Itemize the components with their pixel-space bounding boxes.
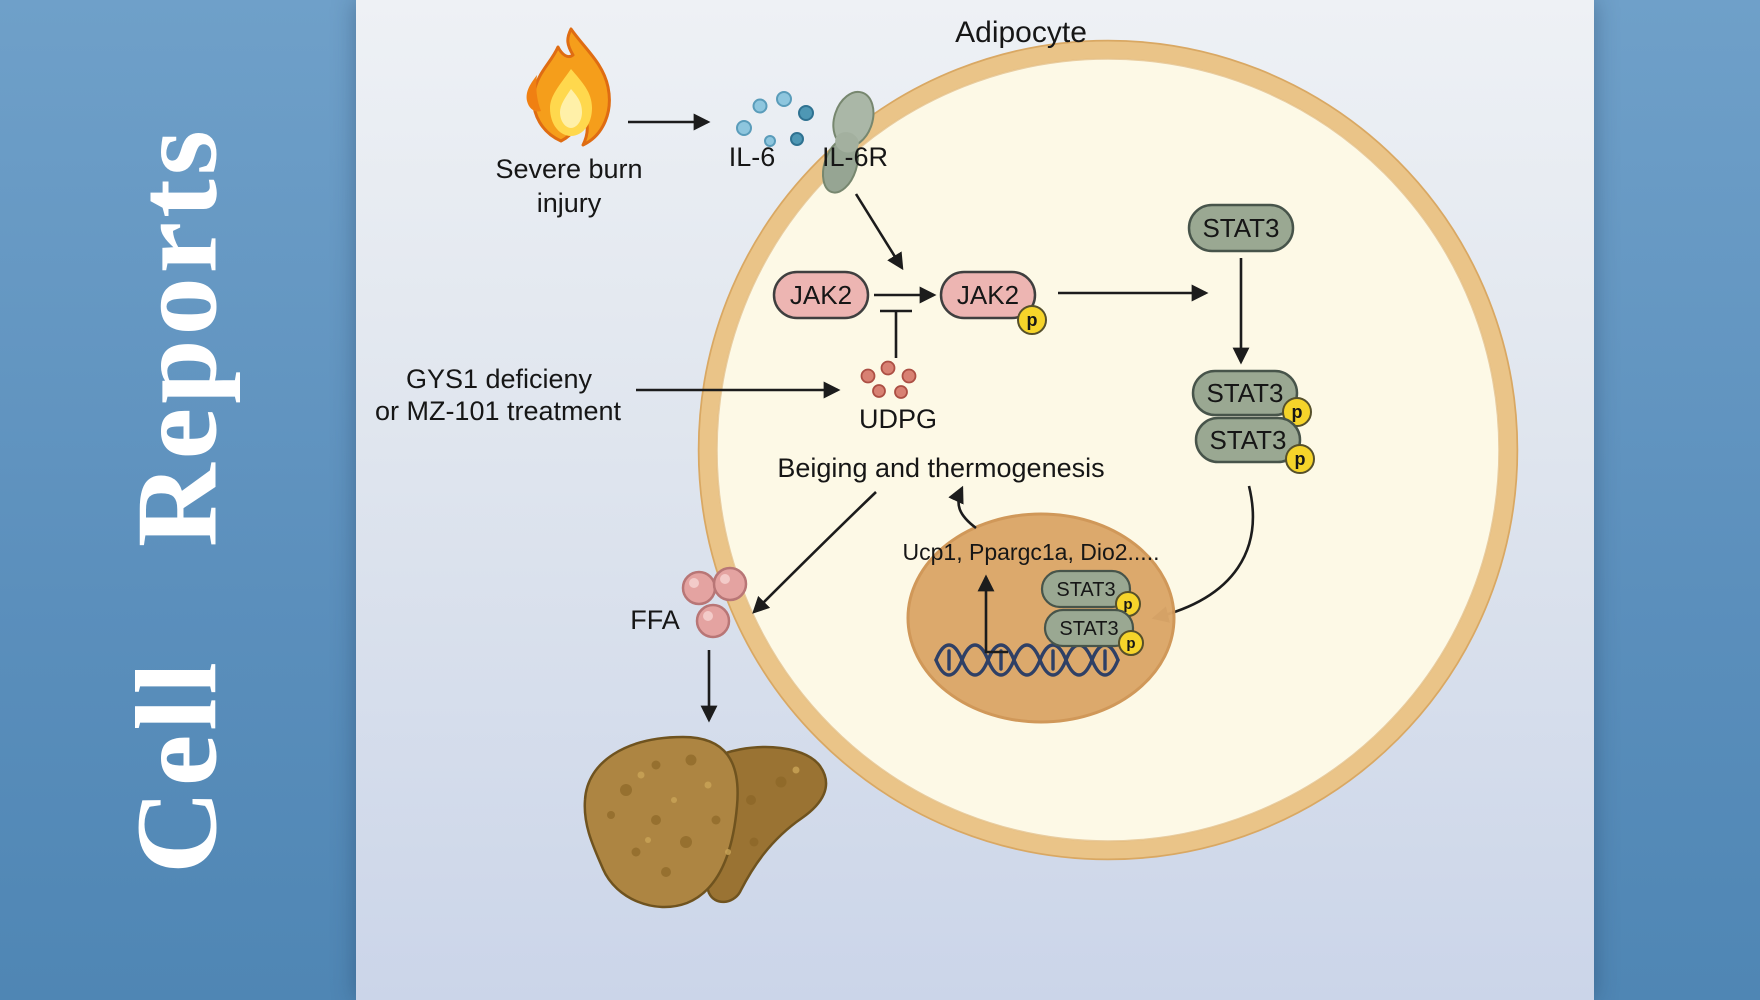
arrow-genes-to-beiging xyxy=(948,485,977,530)
stat3-nuclear-top-label: STAT3 xyxy=(1056,579,1115,601)
il6r-label: IL-6R xyxy=(822,142,888,172)
stat3-monomer-label: STAT3 xyxy=(1202,213,1279,243)
phospho-label-dimer-bottom: p xyxy=(1295,449,1306,469)
stat3-dimer-bottom-label: STAT3 xyxy=(1209,425,1286,455)
arrow-beiging-to-ffa xyxy=(752,491,877,614)
arrow-dna-to-genes xyxy=(977,574,1008,654)
il6-label: IL-6 xyxy=(729,142,776,172)
stat3-monomer: STAT3 xyxy=(1187,203,1295,253)
jak2-active-label: JAK2 xyxy=(957,280,1019,310)
il6r-receptor-icon xyxy=(821,90,875,194)
ffa-label: FFA xyxy=(630,605,680,635)
pathway-diagram: Adipocyte Severe burn injury xyxy=(375,16,1519,909)
stat3-nuclear-dimer: STAT3 p STAT3 p xyxy=(1040,569,1144,656)
liver-highlights xyxy=(637,766,800,855)
stat3-dimer-top-label: STAT3 xyxy=(1206,378,1283,408)
intervention-label-line2: or MZ-101 treatment xyxy=(375,396,622,426)
phospho-badge-jak2 xyxy=(1017,305,1047,335)
ffa-dots xyxy=(681,566,748,639)
beiging-label: Beiging and thermogenesis xyxy=(777,453,1104,483)
stat3-dimer: STAT3 p STAT3 p xyxy=(1191,369,1315,474)
figure-panel: Adipocyte Severe burn injury xyxy=(356,0,1594,1000)
target-genes-label: Ucp1, Ppargc1a, Dio2..... xyxy=(903,539,1160,565)
intervention-label-line1: GYS1 deficieny xyxy=(406,364,593,394)
journal-sidebar: Cell Reports xyxy=(0,0,356,1000)
dna-helix-icon xyxy=(934,643,1120,677)
adipocyte-membrane-outer xyxy=(697,39,1519,861)
phospho-badge-nuclear-bottom xyxy=(1118,630,1144,656)
right-border xyxy=(1594,0,1760,1000)
udpg-inhibition-tbar xyxy=(880,309,912,358)
phospho-label-jak2: p xyxy=(1027,310,1038,330)
phospho-label-nuclear-top: p xyxy=(1123,596,1132,613)
journal-title: Cell Reports xyxy=(113,126,242,874)
stimulus-label-line2: injury xyxy=(537,188,602,218)
phospho-label-dimer-top: p xyxy=(1292,402,1303,422)
phospho-badge-dimer-top xyxy=(1282,397,1312,427)
stat3-nuclear-bottom-label: STAT3 xyxy=(1059,618,1118,640)
phospho-label-nuclear-bottom: p xyxy=(1126,635,1135,652)
stimulus-label-line1: Severe burn xyxy=(495,154,642,184)
fire-icon xyxy=(526,27,611,147)
adipocyte-label: Adipocyte xyxy=(955,16,1087,49)
arrow-receptor-to-jak2 xyxy=(854,193,904,271)
adipocyte-membrane-inner xyxy=(716,58,1500,842)
liver-speckles xyxy=(607,754,787,877)
phospho-badge-dimer-bottom xyxy=(1285,444,1315,474)
jak2-label: JAK2 xyxy=(790,280,852,310)
adipocyte-membrane xyxy=(699,41,1517,859)
udpg-label: UDPG xyxy=(859,404,937,434)
udpg-dots xyxy=(860,360,917,399)
il6-ligand-dots xyxy=(736,91,814,147)
liver-icon xyxy=(583,735,828,909)
adipocyte-cell xyxy=(697,39,1519,861)
nucleus: STAT3 p STAT3 p Ucp1, Ppargc1a, Dio2....… xyxy=(903,512,1176,724)
arrow-dimer-to-nucleus xyxy=(1151,485,1255,623)
jak2-inactive: JAK2 xyxy=(772,270,870,320)
jak2-active: JAK2 p xyxy=(939,270,1047,335)
